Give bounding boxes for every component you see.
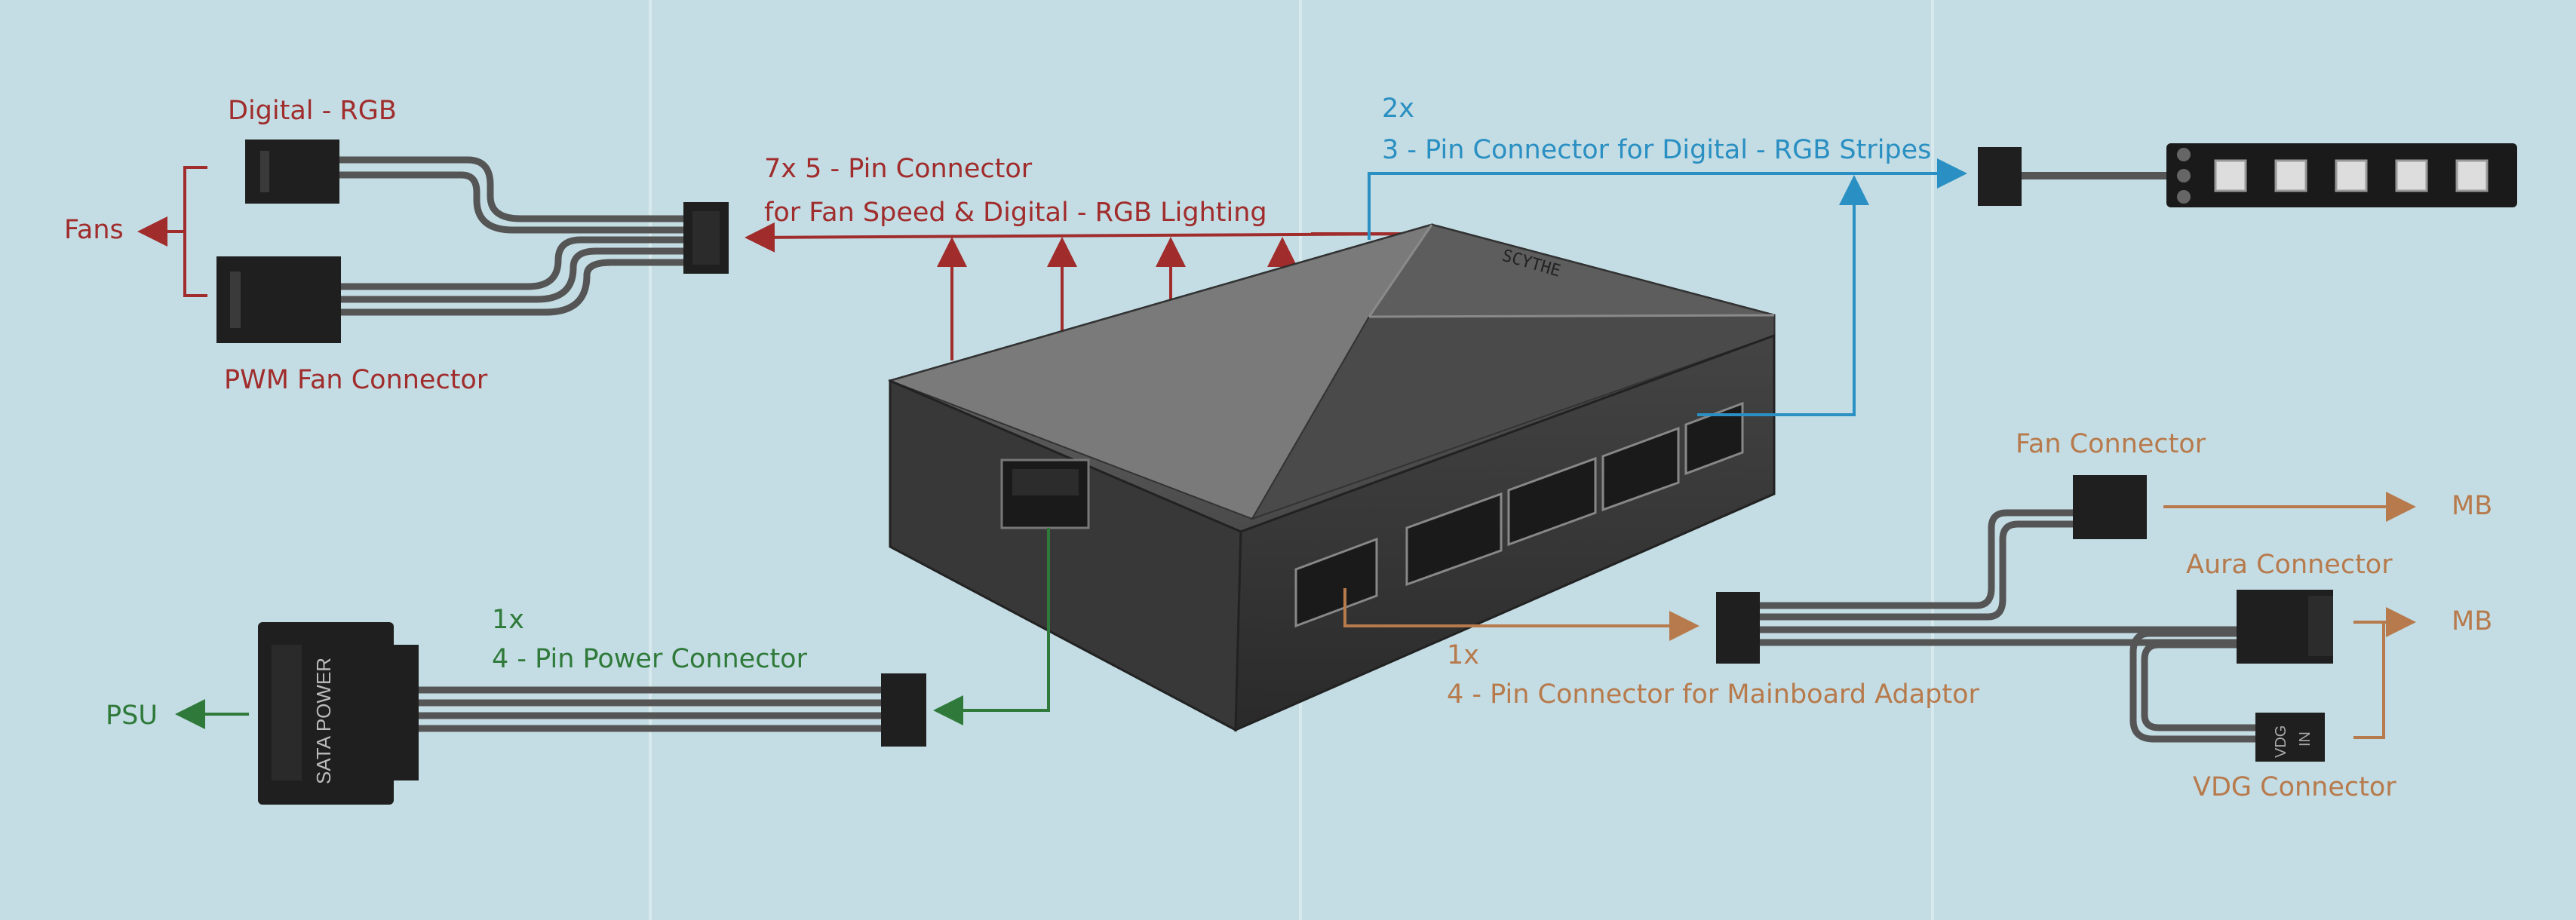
rgb-stripes-label: 3 - Pin Connector for Digital - RGB Stri… xyxy=(1382,135,1931,165)
paper-fold-1 xyxy=(649,0,652,920)
aura-connector-label: Aura Connector xyxy=(2186,550,2393,580)
mainboard-adaptor-cable: VDG IN xyxy=(1716,475,2333,762)
sata-power-cable: SATA POWER xyxy=(258,622,926,805)
five-pin-connector-label: 7x 5 - Pin Connector xyxy=(764,154,1033,184)
paper-fold-3 xyxy=(1931,0,1934,920)
four-pin-power-plug xyxy=(881,673,926,747)
psu-label: PSU xyxy=(106,701,158,731)
vdg-marking: VDG xyxy=(2273,725,2289,758)
power-connector-label: 4 - Pin Power Connector xyxy=(492,644,808,674)
fans-label: Fans xyxy=(64,215,124,245)
mainboard-count-label: 1x xyxy=(1447,640,1479,670)
fan-splitter-cable xyxy=(216,140,729,343)
fan-connector xyxy=(2073,475,2147,539)
mb-top-label: MB xyxy=(2452,491,2492,521)
hub-front-ports xyxy=(1294,401,1744,628)
led-4 xyxy=(2395,159,2428,192)
sata-power-marking: SATA POWER xyxy=(312,658,335,784)
power-count-label: 1x xyxy=(492,605,524,635)
fans-bracket xyxy=(183,166,207,297)
rgb-stripes-count: 2x xyxy=(1382,94,1414,124)
led-5 xyxy=(2455,159,2488,192)
led-3 xyxy=(2335,159,2368,192)
led-1 xyxy=(2214,159,2247,192)
vdg-connector-label: VDG Connector xyxy=(2193,772,2396,802)
mb-bottom-label: MB xyxy=(2452,606,2492,636)
vdg-connector xyxy=(2255,713,2325,762)
aura-mb-bracket xyxy=(2353,621,2385,739)
five-pin-purpose-label: for Fan Speed & Digital - RGB Lighting xyxy=(764,198,1267,228)
digital-rgb-connector xyxy=(245,140,339,204)
adaptor-four-pin-plug xyxy=(1716,592,1760,664)
in-marking: IN xyxy=(2297,731,2313,747)
pwm-fan-connector-label: PWM Fan Connector xyxy=(224,365,488,395)
power-arrow xyxy=(933,528,1050,725)
mainboard-arrow xyxy=(1343,588,1699,641)
fan-connector-label: Fan Connector xyxy=(2016,429,2206,459)
rgb-led-strip xyxy=(1978,143,2517,207)
fan-hub: SCYTHE xyxy=(887,223,1776,732)
mainboard-connector-label: 4 - Pin Connector for Mainboard Adaptor xyxy=(1447,679,1980,710)
led-2 xyxy=(2274,159,2307,192)
rgb-stripe-arrows xyxy=(1368,158,1967,416)
digital-rgb-label: Digital - RGB xyxy=(228,96,397,126)
